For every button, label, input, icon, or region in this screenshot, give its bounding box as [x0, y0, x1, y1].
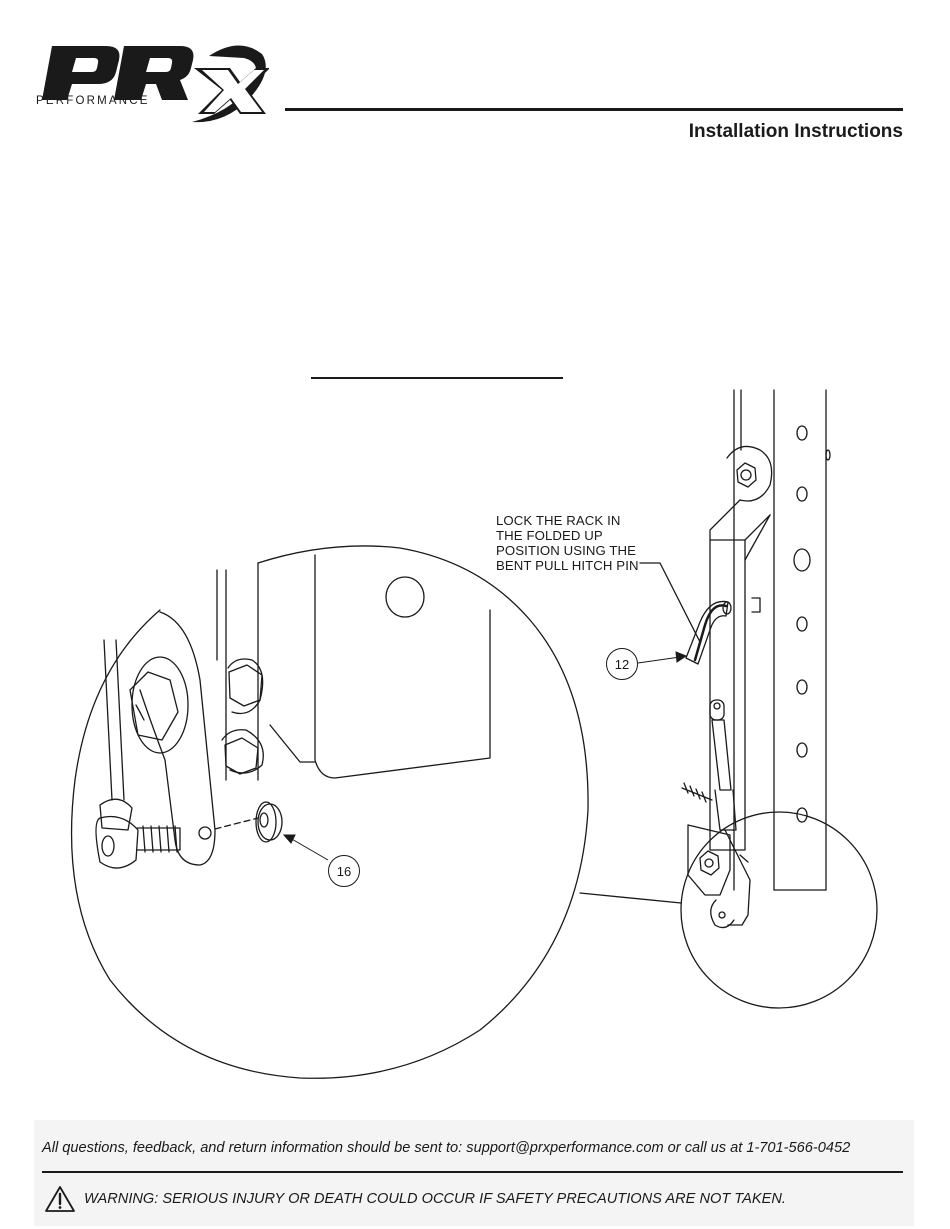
section-heading-underline — [311, 377, 563, 379]
callout-line: THE FOLDED UP — [496, 528, 603, 543]
callout-line: BENT PULL HITCH PIN — [496, 558, 639, 573]
page-title: Installation Instructions — [688, 121, 903, 142]
footer-band — [34, 1120, 914, 1226]
callout-lock-instruction: LOCK THE RACK IN THE FOLDED UP POSITION … — [496, 513, 639, 573]
logo-tagline: PERFORMANCE — [36, 95, 150, 107]
safety-warning: WARNING: SERIOUS INJURY OR DEATH COULD O… — [84, 1191, 786, 1207]
part-balloon-16: 16 — [328, 855, 360, 887]
callout-line: POSITION USING THE — [496, 543, 637, 558]
warning-triangle-icon — [45, 1186, 75, 1212]
header-divider — [285, 108, 903, 111]
callout-line: LOCK THE RACK IN — [496, 513, 621, 528]
part-balloon-12: 12 — [606, 648, 638, 680]
contact-information: All questions, feedback, and return info… — [42, 1140, 851, 1156]
installation-diagram — [70, 389, 878, 1079]
prx-performance-logo: PERFORMANCE — [36, 45, 269, 123]
footer-divider — [42, 1171, 903, 1173]
